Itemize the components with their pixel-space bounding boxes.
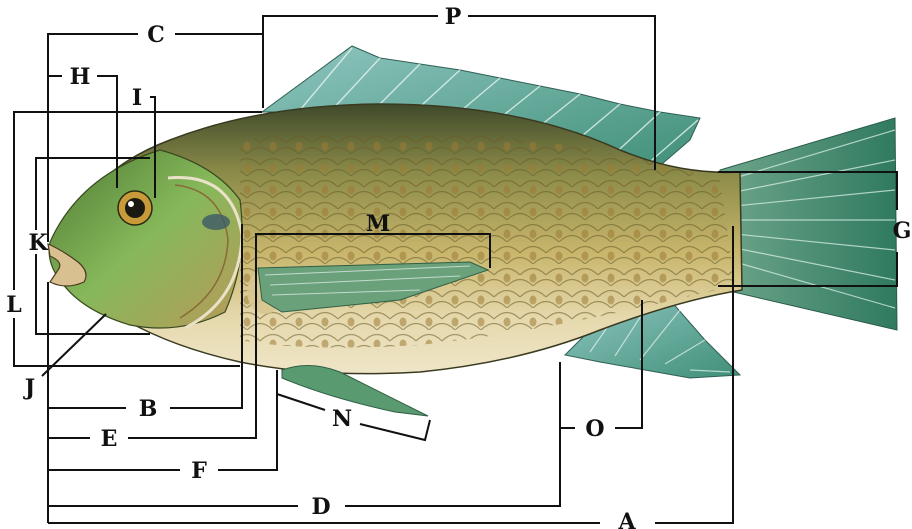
label-i: I <box>132 85 142 111</box>
fish-head <box>49 150 242 328</box>
label-h: H <box>70 64 91 90</box>
label-d: D <box>311 494 330 520</box>
label-a: A <box>617 509 636 529</box>
label-o: O <box>585 416 604 442</box>
gill-spot <box>202 214 230 230</box>
label-b: B <box>139 396 158 422</box>
label-n: N <box>332 406 352 432</box>
label-m: M <box>366 211 390 237</box>
label-k: K <box>28 230 48 256</box>
label-j: J <box>23 375 35 401</box>
caudal-fin <box>720 118 897 330</box>
label-l: L <box>6 292 21 318</box>
label-e: E <box>101 426 118 452</box>
label-p: P <box>445 4 462 30</box>
label-f: F <box>191 458 207 484</box>
label-g: G <box>893 218 912 244</box>
label-c: C <box>147 22 165 48</box>
